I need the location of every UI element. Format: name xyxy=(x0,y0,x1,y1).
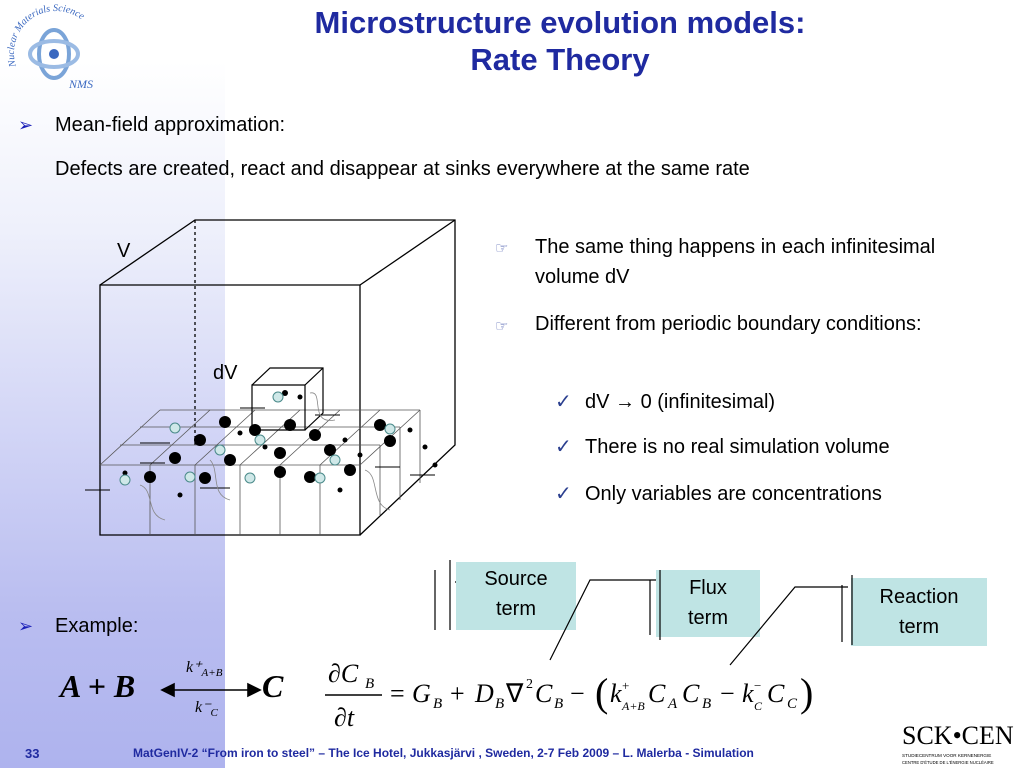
svg-text:C: C xyxy=(535,679,553,708)
sub-item-dv-zero: dV → 0 (infinitesimal) xyxy=(585,387,775,417)
page-number: 33 xyxy=(25,746,40,761)
reaction-term-line1: Reaction xyxy=(879,586,959,608)
k-forward: k⁺ xyxy=(186,659,202,676)
checkmark-icon: ✓ xyxy=(555,391,572,413)
svg-text:k: k xyxy=(610,679,622,708)
reaction-lhs: A + B xyxy=(60,668,136,704)
flux-term-line2: term xyxy=(688,607,728,629)
arrow-bullet-icon: ➢ xyxy=(18,115,34,135)
svg-text:C: C xyxy=(767,679,785,708)
source-term-line2: term xyxy=(496,598,536,620)
svg-text:∇: ∇ xyxy=(505,679,524,708)
arrow-bullet-icon: ➢ xyxy=(18,616,34,636)
list-item-same-thing: The same thing happens in each infinites… xyxy=(535,236,936,288)
svg-text:C: C xyxy=(648,679,666,708)
svg-text:B: B xyxy=(433,696,442,712)
sck-cen-logo: SCK•CEN STUDIECENTRUM VOOR KERNENERGIE C… xyxy=(902,721,1014,765)
svg-text:+: + xyxy=(622,678,629,693)
nms-logo: Nuclear Materials Science NMS xyxy=(6,4,93,91)
k-backward-label: k⁻C xyxy=(195,697,218,719)
svg-text:C: C xyxy=(787,696,798,712)
svg-text:k: k xyxy=(742,679,754,708)
svg-text:): ) xyxy=(800,670,813,715)
label-dv: dV xyxy=(213,362,238,384)
list-item-periodic-boundary: Different from periodic boundary conditi… xyxy=(535,313,922,335)
logo-abbr: NMS xyxy=(68,77,93,91)
flux-term-box: Flux term xyxy=(656,570,760,637)
pointing-hand-icon: ☞ xyxy=(495,240,509,257)
svg-text:B: B xyxy=(495,696,504,712)
title-line-2: Rate Theory xyxy=(470,42,650,77)
flux-term-line1: Flux xyxy=(689,577,727,599)
svg-text:D: D xyxy=(474,679,494,708)
sub1-prefix: dV xyxy=(585,391,610,413)
svg-text:∂t: ∂t xyxy=(334,703,355,732)
svg-text:B: B xyxy=(554,696,563,712)
svg-text:C: C xyxy=(682,679,700,708)
reaction-term-box: Reaction term xyxy=(851,578,987,646)
background-gradient-band xyxy=(0,0,225,768)
svg-text:−: − xyxy=(570,679,585,708)
slide-title: Microstructure evolution models: Rate Th… xyxy=(230,4,890,78)
sck-logo-text: SCK•CEN xyxy=(902,721,1014,750)
sub-item-no-real-volume: There is no real simulation volume xyxy=(585,436,890,458)
k-forward-label: k⁺A+B xyxy=(186,657,222,679)
svg-text:C: C xyxy=(754,699,763,713)
svg-text:−: − xyxy=(754,678,761,693)
sck-sub2: CENTRE D'ÉTUDE DE L'ÉNERGIE NUCLÉAIRE xyxy=(902,760,994,765)
footer-text: MatGenIV-2 “From iron to steel” – The Ic… xyxy=(133,746,754,760)
reaction-term-line2: term xyxy=(899,616,939,638)
svg-text:2: 2 xyxy=(526,677,533,692)
sub-item-only-concentrations: Only variables are concentrations xyxy=(585,483,882,505)
reaction-rhs: C xyxy=(262,668,284,704)
bullet-mean-field: Mean-field approximation: xyxy=(55,114,286,136)
svg-text:−: − xyxy=(720,679,735,708)
svg-text:B: B xyxy=(702,696,711,712)
term-connectors xyxy=(434,560,853,666)
title-line-1: Microstructure evolution models: xyxy=(314,5,806,40)
volume-diagram xyxy=(85,219,456,536)
svg-text:=: = xyxy=(390,679,405,708)
bullet-example: Example: xyxy=(55,615,139,637)
source-term-line1: Source xyxy=(484,568,548,590)
svg-text:G: G xyxy=(412,679,431,708)
checkmark-icon: ✓ xyxy=(555,483,572,505)
source-term-box: Source term xyxy=(456,562,576,630)
pointing-hand-icon: ☞ xyxy=(495,318,509,335)
right-arrow-icon: → xyxy=(615,391,636,413)
svg-text:B: B xyxy=(365,676,374,692)
sub1-suffix: 0 (infinitesimal) xyxy=(640,391,776,413)
svg-text:(: ( xyxy=(595,670,608,715)
reaction-arrows-icon xyxy=(160,682,262,698)
svg-text:∂C: ∂C xyxy=(328,659,359,688)
mean-field-description: Defects are created, react and disappear… xyxy=(55,158,750,180)
k-backward: k⁻ xyxy=(195,699,211,716)
k-forward-sub: A+B xyxy=(201,667,223,680)
k-backward-sub: C xyxy=(210,707,218,720)
svg-text:A+B: A+B xyxy=(621,699,645,713)
checkmark-icon: ✓ xyxy=(555,436,572,458)
svg-text:A: A xyxy=(667,696,678,712)
svg-text:+: + xyxy=(450,679,465,708)
label-v: V xyxy=(117,240,131,262)
sck-sub1: STUDIECENTRUM VOOR KERNENERGIE xyxy=(902,753,991,758)
